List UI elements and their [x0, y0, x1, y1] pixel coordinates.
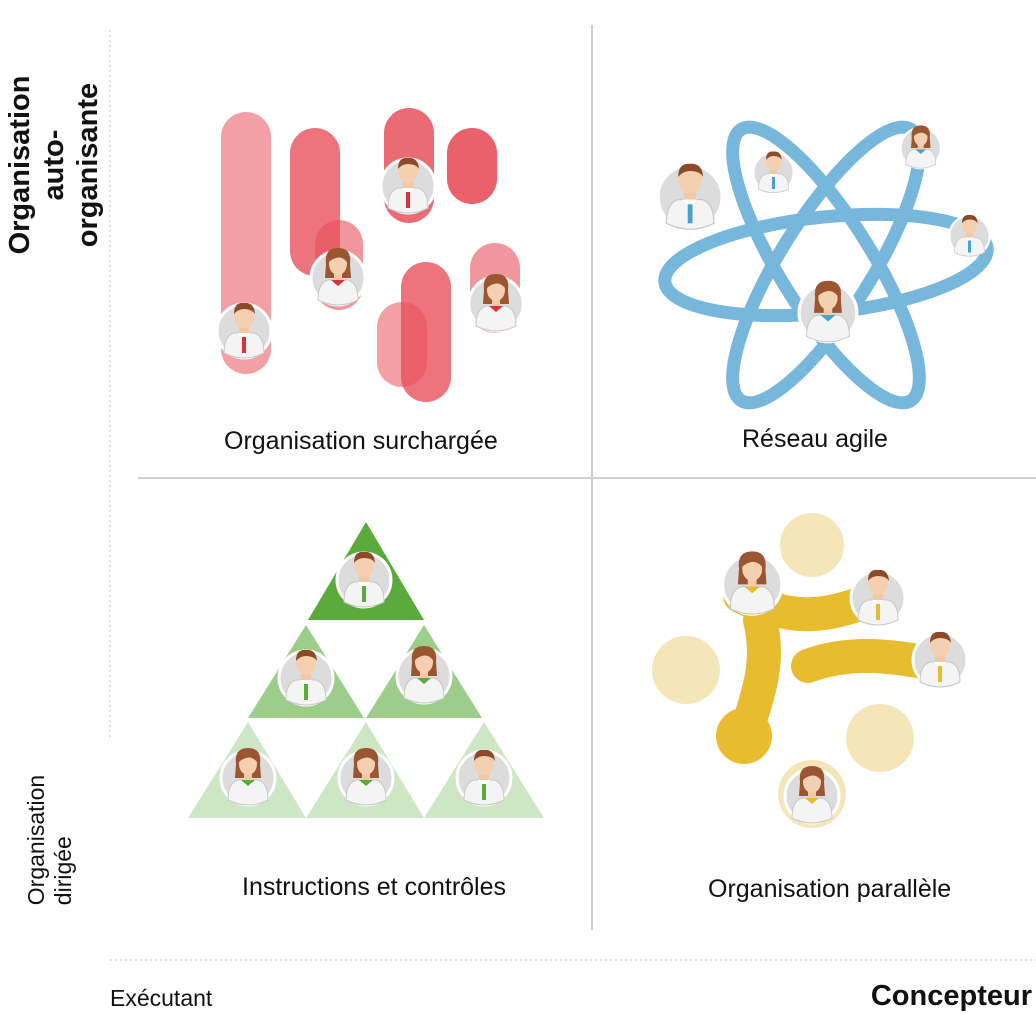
quadrant-title-bottom-right: Organisation parallèle	[708, 875, 952, 903]
agile-network-illustration	[656, 120, 994, 410]
quadrant-title-top-right: Réseau agile	[742, 425, 888, 453]
x-axis-left-label: Exécutant	[110, 985, 213, 1011]
quadrant-dividers	[109, 25, 1036, 961]
quadrant-title-top-left: Organisation surchargée	[224, 427, 498, 455]
overloaded-organisation-illustration	[215, 108, 525, 402]
quadrant-title-bottom-left: Instructions et contrôles	[242, 873, 507, 901]
x-axis-right-label: Concepteur	[870, 980, 1032, 1012]
y-axis-top-line2: auto-organisante	[38, 82, 104, 248]
parallel-organisation-illustration	[652, 513, 969, 828]
y-axis-top-line1: Organisation	[4, 75, 36, 255]
y-axis-bottom-text: Organisation dirigée	[23, 774, 76, 906]
hierarchy-pyramid-illustration	[188, 522, 544, 818]
